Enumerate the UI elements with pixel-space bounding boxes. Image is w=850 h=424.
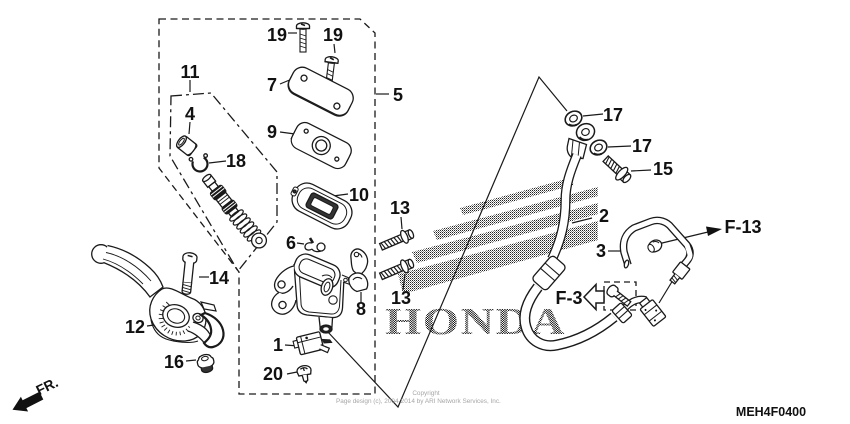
- svg-text:7: 7: [267, 75, 277, 95]
- svg-text:17: 17: [603, 105, 623, 125]
- svg-text:19: 19: [323, 25, 343, 45]
- svg-text:8: 8: [356, 299, 366, 319]
- svg-text:13: 13: [390, 198, 410, 218]
- svg-text:3: 3: [596, 241, 606, 261]
- svg-text:20: 20: [263, 364, 283, 384]
- svg-text:16: 16: [164, 352, 184, 372]
- svg-text:Page design (c), 2004-2014 by: Page design (c), 2004-2014 by ARI Networ…: [336, 398, 501, 405]
- svg-text:5: 5: [393, 85, 403, 105]
- svg-text:9: 9: [267, 122, 277, 142]
- svg-text:MEH4F0400: MEH4F0400: [736, 405, 806, 419]
- svg-text:1: 1: [273, 335, 283, 355]
- svg-text:6: 6: [286, 233, 296, 253]
- svg-text:14: 14: [209, 268, 229, 288]
- svg-text:2: 2: [599, 206, 609, 226]
- svg-text:Copyright: Copyright: [412, 390, 440, 397]
- svg-text:F-3: F-3: [556, 288, 583, 308]
- svg-text:F-13: F-13: [724, 217, 761, 237]
- svg-text:19: 19: [267, 25, 287, 45]
- svg-text:18: 18: [226, 151, 246, 171]
- svg-text:17: 17: [632, 136, 652, 156]
- svg-text:4: 4: [185, 104, 195, 124]
- svg-text:10: 10: [349, 185, 369, 205]
- svg-text:11: 11: [180, 62, 199, 82]
- svg-text:13: 13: [391, 288, 411, 308]
- svg-text:12: 12: [125, 317, 145, 337]
- svg-text:15: 15: [653, 159, 673, 179]
